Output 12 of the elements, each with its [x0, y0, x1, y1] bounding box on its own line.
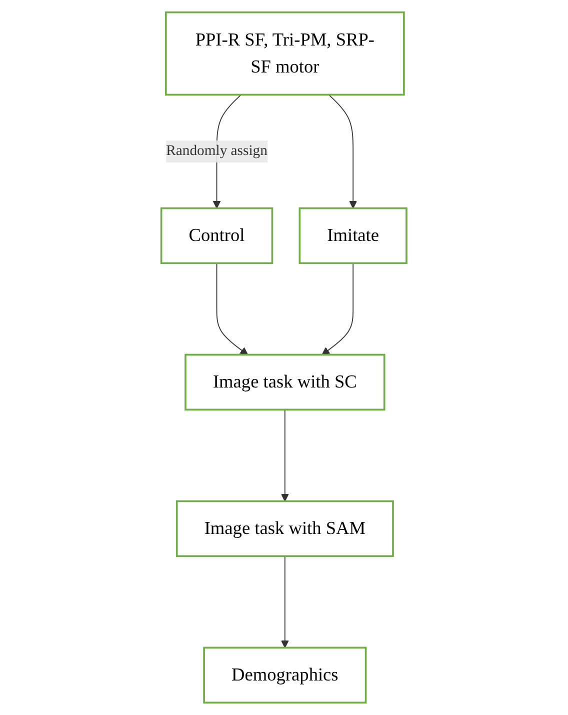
arrow	[216, 262, 248, 356]
node-box: Image task with SAM	[176, 500, 394, 558]
node-box: Image task with SC	[184, 354, 386, 411]
edge-label: Randomly assign	[166, 143, 268, 159]
node-box: Imitate	[298, 207, 408, 264]
arrow	[281, 409, 290, 502]
node-box: PPI-R SF, Tri-PM, SRP-SF motor	[165, 11, 405, 96]
arrow	[281, 556, 290, 648]
arrow	[322, 262, 354, 356]
node-box: Demographics	[203, 646, 367, 704]
node-box: Control	[160, 207, 274, 264]
arrow	[328, 94, 358, 209]
